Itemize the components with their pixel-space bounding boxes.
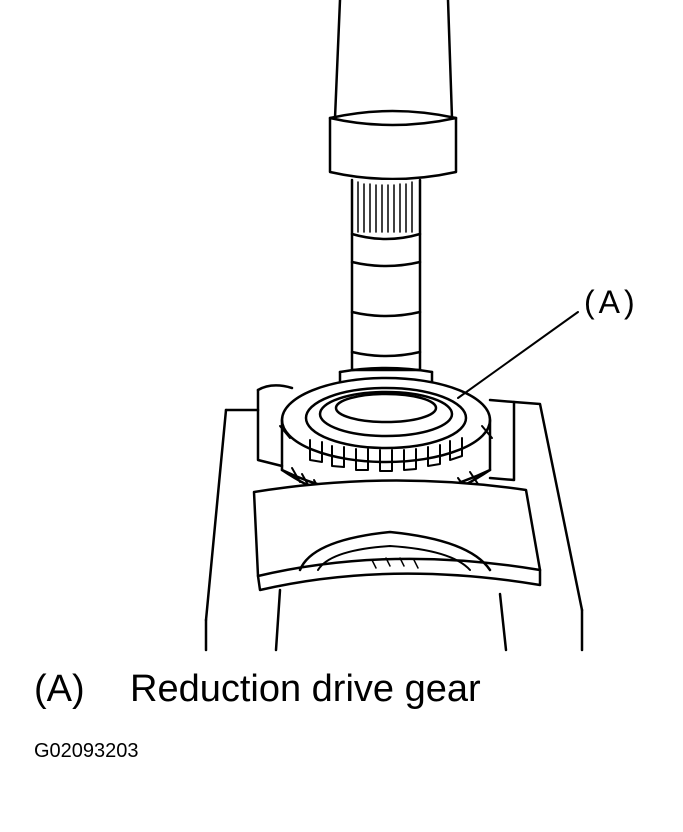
legend: (A) Reduction drive gear xyxy=(34,668,481,711)
figure-code: G02093203 xyxy=(34,740,139,762)
gear-press-diagram xyxy=(204,0,584,652)
support-stand xyxy=(204,384,584,652)
callout-label-a: (A) xyxy=(584,284,639,320)
legend-key: (A) xyxy=(34,668,85,710)
legend-description: Reduction drive gear xyxy=(130,668,481,710)
press-ram xyxy=(328,0,458,181)
callout-leader-line xyxy=(457,311,579,399)
